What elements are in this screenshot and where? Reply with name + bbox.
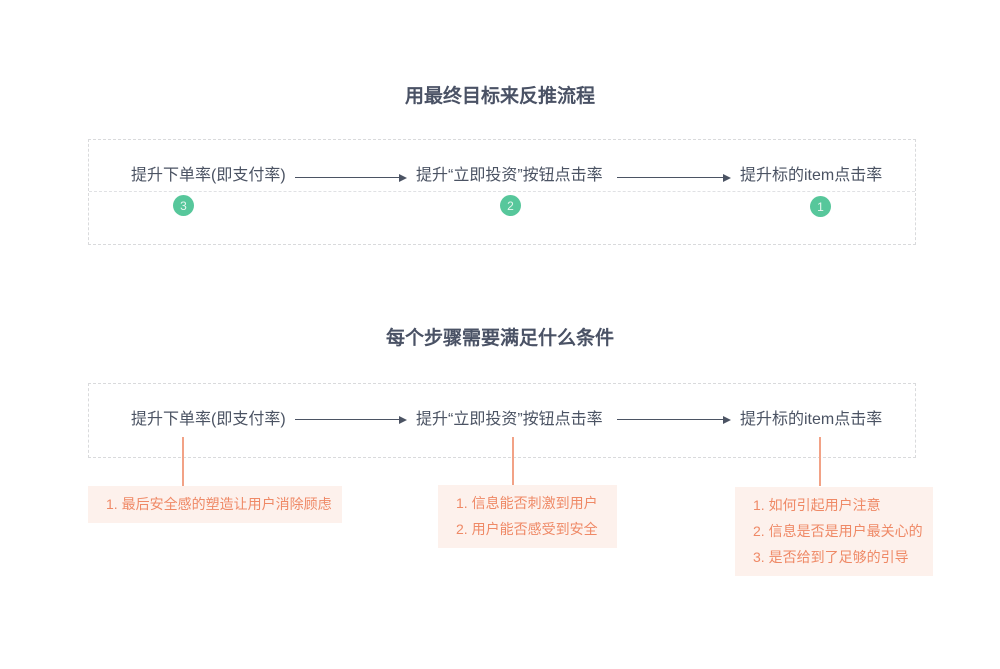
step-order-badge: 1 (810, 196, 831, 217)
step-order-badge: 2 (500, 195, 521, 216)
section-title-reverse-flow: 用最终目标来反推流程 (404, 86, 595, 107)
step-label-order-rate: 提升下单率(即支付率) (131, 167, 286, 184)
flow-arrow-icon (295, 415, 407, 424)
note-connector-line (512, 437, 514, 486)
section-title-conditions: 每个步骤需要满足什么条件 (385, 328, 614, 349)
step-label-item-click: 提升标的item点击率 (740, 167, 883, 184)
step-label-invest-button: 提升“立即投资”按钮点击率 (416, 167, 603, 184)
flow-arrow-icon (295, 173, 407, 182)
note-line: 1. 信息能否刺激到用户 (456, 495, 598, 511)
flow-panel-conditions (88, 383, 916, 458)
note-connector-line (819, 437, 821, 486)
step-label-invest-button: 提升“立即投资”按钮点击率 (416, 411, 603, 428)
note-line: 1. 如何引起用户注意 (753, 497, 881, 513)
step-label-order-rate: 提升下单率(即支付率) (131, 411, 286, 428)
step-label-item-click: 提升标的item点击率 (740, 411, 883, 428)
panel-divider (89, 191, 915, 192)
note-line: 2. 用户能否感受到安全 (456, 521, 598, 537)
note-box-step2: 1. 信息能否刺激到用户 2. 用户能否感受到安全 (438, 485, 617, 548)
note-line: 2. 信息是否是用户最关心的 (753, 523, 923, 539)
note-line: 1. 最后安全感的塑造让用户消除顾虑 (106, 496, 332, 512)
note-box-step1: 1. 最后安全感的塑造让用户消除顾虑 (88, 486, 342, 523)
note-box-step3: 1. 如何引起用户注意 2. 信息是否是用户最关心的 3. 是否给到了足够的引导 (735, 487, 933, 576)
step-order-badge: 3 (173, 195, 194, 216)
flow-arrow-icon (617, 173, 731, 182)
flow-panel-reverse (88, 139, 916, 245)
note-line: 3. 是否给到了足够的引导 (753, 549, 909, 565)
note-connector-line (182, 437, 184, 486)
flow-arrow-icon (617, 415, 731, 424)
